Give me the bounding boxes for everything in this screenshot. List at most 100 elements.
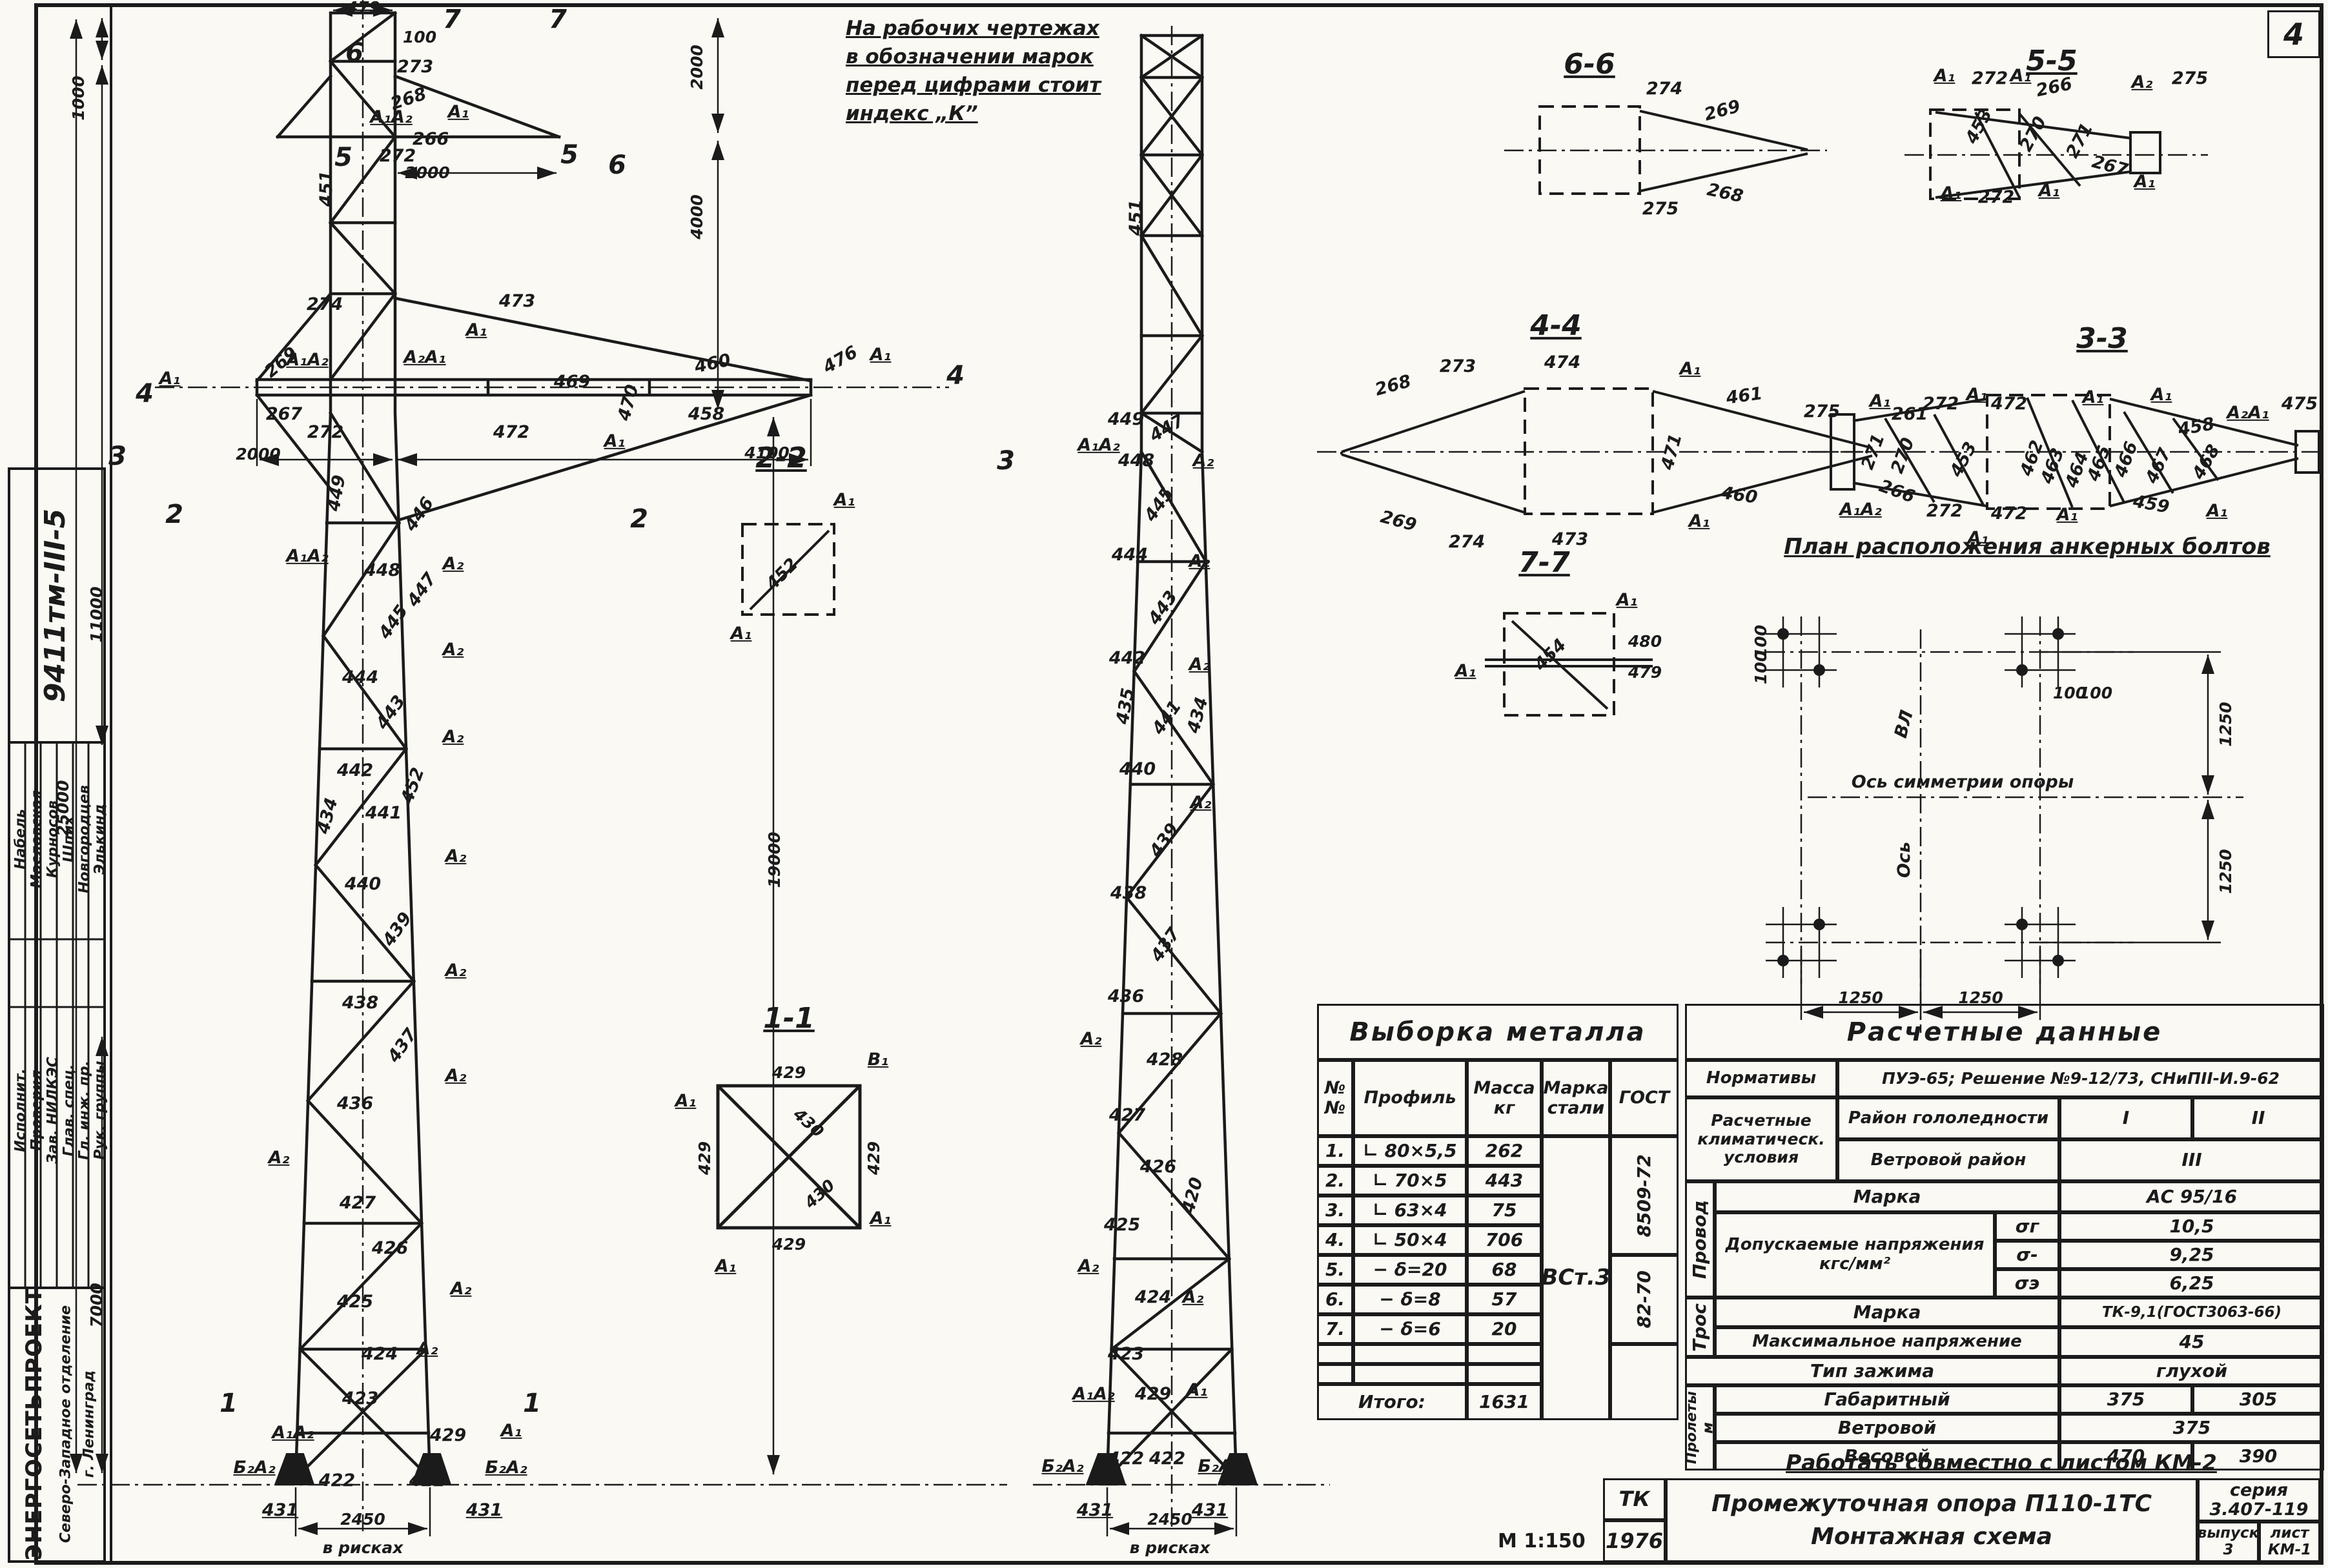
annotation-label: А₂ <box>1182 1287 1204 1307</box>
annotation-label: 451 <box>316 170 336 207</box>
annotation-label: 4 <box>946 361 965 391</box>
annotation-label: 442 <box>1108 647 1146 668</box>
annotation-label: А₁ <box>1688 511 1710 531</box>
annotation-label: 448 <box>363 560 401 580</box>
section-1-1 <box>716 1084 862 1230</box>
annotation-label: А₂ <box>450 1278 472 1299</box>
section-3-3 <box>1830 394 2320 510</box>
table-cell: − δ=20 <box>1353 1255 1467 1285</box>
annotation-label: Б₂А₂ <box>233 1457 276 1478</box>
drawing-title-line2: Монтажная схема <box>1811 1523 2052 1550</box>
annotation-label: 3 <box>997 446 1015 476</box>
annotation-label: 444 <box>1111 544 1149 565</box>
span1-value-b: 305 <box>2192 1385 2324 1414</box>
annotation-label: А₂ <box>1080 1028 1102 1049</box>
gost-cell-empty <box>1610 1344 1679 1420</box>
col-header-mass: Масса кг <box>1467 1060 1542 1136</box>
steel-grade-cell: ВСт.3 <box>1541 1136 1611 1420</box>
annotation-label: 431 <box>261 1500 299 1520</box>
table-cell: 68 <box>1467 1255 1542 1285</box>
annotation-label: 466 <box>2110 438 2142 480</box>
annotation-label: 429 <box>771 1234 806 1254</box>
annotation-label: 443 <box>372 691 410 733</box>
calc-table: Расчетные данные Нормативы ПУЭ-65; Решен… <box>1684 1004 2324 1471</box>
annotation-label: 453 <box>1946 438 1981 480</box>
annotation-label: 476 <box>819 341 861 378</box>
annotation-label: 429 <box>771 1063 806 1082</box>
annotation-label: 479 <box>1628 662 1662 682</box>
section-2-2 <box>741 523 835 616</box>
annotation-label: 9411тм-III-5 <box>38 508 72 703</box>
drawing-title-line1: Промежуточная опора П110-1ТС <box>1711 1490 2152 1517</box>
annotation-label: 2-2 <box>755 441 807 474</box>
table-cell: 706 <box>1467 1225 1542 1255</box>
annotation-label: 6 <box>608 150 626 180</box>
annotation-label: 6-6 <box>1564 47 1615 81</box>
annotation-label: 468 <box>2188 441 2224 483</box>
annotation-label: Набель <box>12 809 29 870</box>
annotation-label: А₁А₂ <box>286 349 329 370</box>
footer-note: Работать совместно с листом КМ-2 <box>1786 1450 2217 1475</box>
annotation-label: В₁ <box>867 1049 889 1070</box>
annotation-label: 3-3 <box>2076 321 2128 355</box>
annotation-label: А₁ <box>500 1420 522 1441</box>
annotation-label: А₂ <box>1192 450 1214 471</box>
cable-group-cell: Трос <box>1685 1298 1715 1357</box>
annotation-label: 442 <box>336 760 374 780</box>
annotation-label: 452 <box>397 764 429 806</box>
annotation-label: А₁А₂ <box>1072 1383 1115 1404</box>
annotation-label: 5 <box>334 143 352 172</box>
annotation-label: 272 <box>1926 500 1963 521</box>
table-cell: ∟ 50×4 <box>1353 1225 1467 1255</box>
annotation-label: 427 <box>339 1192 376 1213</box>
annotation-label: 267 <box>265 403 303 424</box>
annotation-label: А₁ <box>465 320 487 340</box>
annotation-label: 4100 <box>744 443 790 462</box>
annotation-label: 1-1 <box>763 1001 815 1035</box>
climate-label: Расчетные климатическ. условия <box>1685 1097 1837 1181</box>
table-cell: 57 <box>1467 1285 1542 1314</box>
annotation-label: А₁ <box>715 1256 737 1276</box>
annotation-label: 269 <box>1702 96 1743 125</box>
anchor-bolts <box>1777 628 2064 966</box>
sheet-number: 4 <box>2267 10 2320 58</box>
sheet-label: лист <box>2270 1525 2309 1542</box>
annotation-label: 429 <box>429 1425 467 1445</box>
annotation-label: 461 <box>1724 383 1764 409</box>
normativy-value: ПУЭ-65; Решение №9-12/73, СНиПII-И.9-62 <box>1837 1060 2324 1097</box>
section-4-4 <box>1340 387 1873 515</box>
annotation-label: 426 <box>1139 1156 1177 1177</box>
annotation-label: 271 <box>1857 431 1889 473</box>
series-label: серия <box>2230 1480 2288 1500</box>
total-label: Итого: <box>1317 1384 1467 1420</box>
annotation-label: 428 <box>1146 1049 1183 1070</box>
note-line-2: в обозначении марок <box>846 45 1094 69</box>
annotation-label: А₁ <box>675 1090 697 1111</box>
sheet-border <box>34 3 2323 1565</box>
annotation-label: А₂ <box>445 960 467 981</box>
annotation-label: А₂ <box>442 553 464 574</box>
gost-cell-1: 8509-72 <box>1610 1136 1679 1255</box>
annotation-label: 449 <box>1107 409 1145 429</box>
annotation-label: 438 <box>1110 882 1147 903</box>
table-cell: 6. <box>1317 1285 1353 1314</box>
issue-label: выпуск <box>2197 1525 2260 1542</box>
annotation-label: 19000 <box>764 831 784 888</box>
annotation-label: 1250 <box>2216 849 2235 894</box>
annotation-label: 422 <box>1149 1448 1186 1469</box>
annotation-label: 267 <box>2089 152 2130 181</box>
annotation-label: А₁ <box>833 489 855 510</box>
table-cell <box>1467 1344 1542 1364</box>
col-header-gost: ГОСТ <box>1610 1060 1679 1136</box>
table-cell: 7. <box>1317 1314 1353 1344</box>
annotation-label: 445 <box>1140 484 1178 525</box>
annotation-label: 438 <box>342 992 379 1013</box>
annotation-label: А₁ <box>604 431 626 451</box>
annotation-label: 272 <box>379 145 416 166</box>
annotation-label: 275 <box>2171 68 2209 88</box>
stress-label: Допускаемые напряжения кгс/мм² <box>1715 1212 1995 1298</box>
note-line-1: На рабочих чертежах <box>846 17 1099 40</box>
annotation-label: 424 <box>361 1343 398 1364</box>
annotation-label: 7000 <box>87 1283 106 1328</box>
